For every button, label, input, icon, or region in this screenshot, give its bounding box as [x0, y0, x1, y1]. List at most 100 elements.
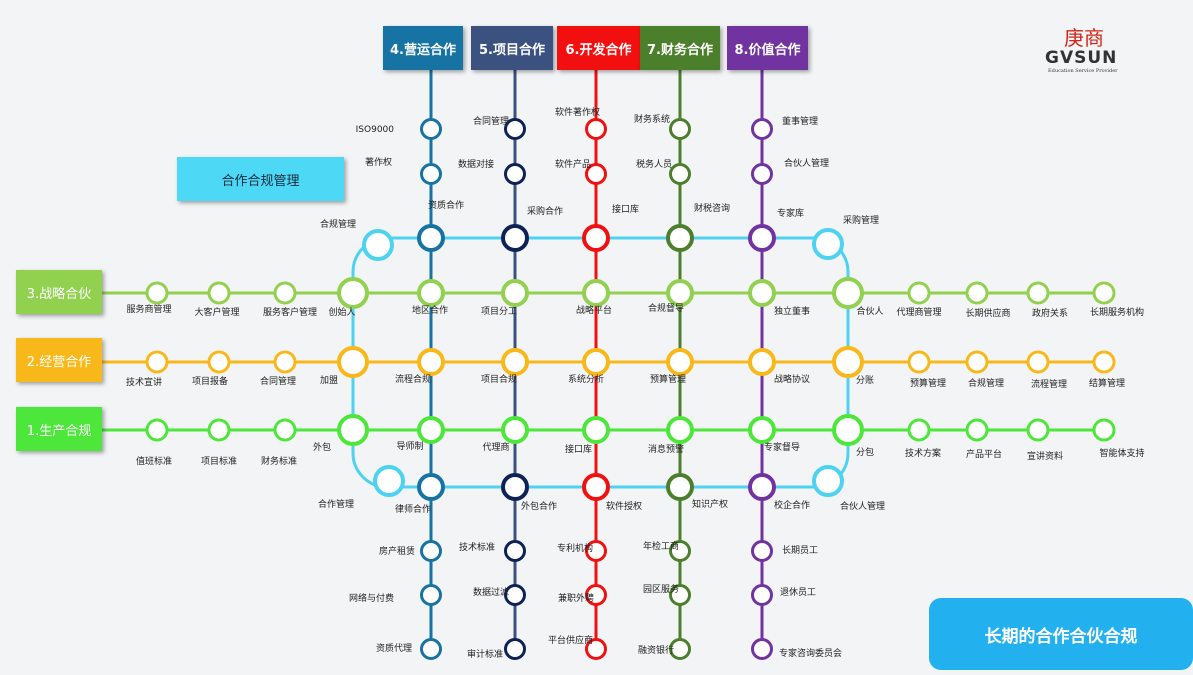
- station-v5-6[interactable]: [501, 473, 529, 501]
- station-v4-8[interactable]: [420, 584, 442, 606]
- station-v7-1[interactable]: [669, 163, 691, 185]
- interchange-h2-4[interactable]: [748, 348, 776, 376]
- station-v8-9[interactable]: [751, 638, 773, 660]
- interchange-h2-1[interactable]: [501, 348, 529, 376]
- station-v5-2[interactable]: [501, 224, 529, 252]
- ring-corner-label-2: 合作管理: [318, 498, 354, 510]
- station-h2-5[interactable]: [907, 350, 931, 374]
- station-h1-2[interactable]: [273, 418, 297, 442]
- station-v6-6[interactable]: [582, 473, 610, 501]
- station-h3-6[interactable]: [965, 281, 989, 305]
- station-v7-7[interactable]: [669, 540, 691, 562]
- line-1-production-label[interactable]: 1.生产合规: [16, 407, 102, 451]
- station-h1-4[interactable]: [832, 414, 864, 446]
- station-h2-1[interactable]: [207, 350, 231, 374]
- station-h3-5[interactable]: [907, 281, 931, 305]
- station-h1-6[interactable]: [965, 418, 989, 442]
- station-h3-7[interactable]: [1026, 281, 1050, 305]
- station-v6-9[interactable]: [585, 638, 607, 660]
- station-h1-1[interactable]: [207, 418, 231, 442]
- ring-corner-station-3[interactable]: [812, 465, 844, 497]
- station-h1-5[interactable]: [907, 418, 931, 442]
- station-v6-1[interactable]: [585, 163, 607, 185]
- interchange-h1-4[interactable]: [748, 416, 776, 444]
- station-label-v8-1: 合伙人管理: [784, 157, 829, 169]
- station-h3-8[interactable]: [1092, 281, 1116, 305]
- interchange-h1-1[interactable]: [501, 416, 529, 444]
- interchange-h3-0[interactable]: [417, 279, 445, 307]
- interchange-h2-2[interactable]: [582, 348, 610, 376]
- station-v7-6[interactable]: [666, 473, 694, 501]
- ring-corner-station-0[interactable]: [362, 229, 394, 261]
- line-4-operations-label[interactable]: 4.营运合作: [383, 26, 463, 70]
- station-v4-9[interactable]: [420, 638, 442, 660]
- station-v4-6[interactable]: [417, 473, 445, 501]
- station-v8-8[interactable]: [751, 584, 773, 606]
- station-v7-8[interactable]: [669, 584, 691, 606]
- interchange-h3-1[interactable]: [501, 279, 529, 307]
- line-8-value-label[interactable]: 8.价值合作: [727, 26, 808, 70]
- station-v8-6[interactable]: [748, 473, 776, 501]
- station-v4-1[interactable]: [420, 163, 442, 185]
- station-h2-7[interactable]: [1026, 350, 1050, 374]
- station-label-h1-3: 外包: [313, 441, 331, 453]
- station-label-v5-3: 项目分工: [481, 306, 517, 317]
- station-v4-2[interactable]: [417, 224, 445, 252]
- station-v6-2[interactable]: [582, 224, 610, 252]
- logo-chinese-text: 庚商: [1064, 26, 1104, 50]
- interchange-h1-3[interactable]: [666, 416, 694, 444]
- station-h3-4[interactable]: [832, 277, 864, 309]
- line-7-finance-label[interactable]: 7.财务合作: [640, 26, 720, 70]
- station-h1-8[interactable]: [1092, 418, 1116, 442]
- station-h1-7[interactable]: [1026, 418, 1050, 442]
- station-v8-7[interactable]: [751, 540, 773, 562]
- station-h3-1[interactable]: [207, 281, 231, 305]
- station-h2-6[interactable]: [965, 350, 989, 374]
- line-5-project-label[interactable]: 5.项目合作: [471, 26, 553, 70]
- station-label-v4-6: 律师合作: [395, 503, 431, 515]
- line-6-development-label[interactable]: 6.开发合作: [557, 26, 640, 70]
- station-v8-0[interactable]: [751, 118, 773, 140]
- station-v4-7[interactable]: [420, 540, 442, 562]
- compliance-management-box[interactable]: 合作合规管理: [177, 157, 344, 201]
- station-h2-4[interactable]: [832, 346, 864, 378]
- station-v6-8[interactable]: [585, 584, 607, 606]
- station-h3-3[interactable]: [337, 277, 369, 309]
- station-label-v7-6: 知识产权: [692, 498, 728, 510]
- station-v4-0[interactable]: [420, 118, 442, 140]
- station-v5-8[interactable]: [504, 584, 526, 606]
- longterm-compliance-box[interactable]: 长期的合作合伙合规: [929, 598, 1193, 670]
- ring-corner-station-1[interactable]: [812, 228, 844, 260]
- station-h2-0[interactable]: [145, 350, 169, 374]
- station-h3-0[interactable]: [145, 281, 169, 305]
- station-v8-2[interactable]: [748, 224, 776, 252]
- station-h1-0[interactable]: [145, 418, 169, 442]
- station-label-h1-8: 智能体支持: [1099, 447, 1144, 459]
- station-h2-8[interactable]: [1092, 350, 1116, 374]
- station-h1-3[interactable]: [337, 414, 369, 446]
- station-v8-1[interactable]: [751, 163, 773, 185]
- line-2-business-label[interactable]: 2.经营合作: [16, 338, 102, 382]
- station-h3-2[interactable]: [273, 281, 297, 305]
- station-h2-2[interactable]: [273, 350, 297, 374]
- station-v6-0[interactable]: [585, 118, 607, 140]
- interchange-h3-2[interactable]: [582, 279, 610, 307]
- station-h2-3[interactable]: [337, 346, 369, 378]
- station-v5-1[interactable]: [504, 163, 526, 185]
- interchange-h3-4[interactable]: [748, 279, 776, 307]
- station-v5-0[interactable]: [504, 118, 526, 140]
- station-v7-0[interactable]: [669, 118, 691, 140]
- station-v7-2[interactable]: [666, 224, 694, 252]
- line-3-strategy-label[interactable]: 3.战略合伙: [16, 270, 102, 314]
- station-label-v8-9: 专家咨询委员会: [779, 647, 842, 659]
- ring-corner-station-2[interactable]: [373, 465, 405, 497]
- interchange-h2-0[interactable]: [417, 348, 445, 376]
- interchange-h1-2[interactable]: [582, 416, 610, 444]
- interchange-h1-0[interactable]: [417, 416, 445, 444]
- station-v6-7[interactable]: [585, 540, 607, 562]
- station-v7-9[interactable]: [669, 638, 691, 660]
- interchange-h3-3[interactable]: [666, 279, 694, 307]
- station-v5-7[interactable]: [504, 540, 526, 562]
- interchange-h2-3[interactable]: [666, 348, 694, 376]
- station-v5-9[interactable]: [504, 638, 526, 660]
